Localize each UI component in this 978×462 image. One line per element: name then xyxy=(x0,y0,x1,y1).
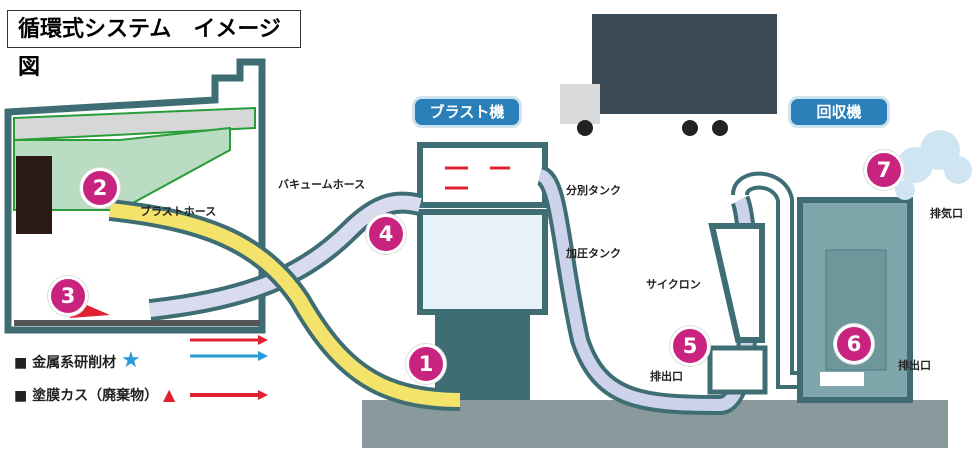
label-outlet-2: 排出口 xyxy=(898,359,931,372)
label-cyclone: サイクロン xyxy=(646,278,701,291)
pressure-tank-shape xyxy=(417,209,548,315)
legend-item-abrasive: ■ 金属系研削材 ★ xyxy=(14,348,141,373)
exhaust-smoke xyxy=(895,130,972,200)
marker-3: 3 xyxy=(48,276,88,316)
legend-label: 塗膜カス（廃棄物） xyxy=(32,388,159,404)
legend-item-paint-debris: ■ 塗膜カス（廃棄物） ▲ xyxy=(14,385,176,404)
truck xyxy=(592,14,777,114)
label-pressure-tank: 加圧タンク xyxy=(566,247,621,260)
marker-2: 2 xyxy=(80,168,120,208)
marker-5: 5 xyxy=(670,326,710,366)
label-separation-tank: 分別タンク xyxy=(566,184,621,197)
triangle-icon: ▲ xyxy=(162,385,176,404)
window xyxy=(16,156,52,234)
marker-6: 6 xyxy=(834,324,874,364)
label-vacuum-hose: バキュームホース xyxy=(278,178,366,191)
star-icon: ★ xyxy=(120,348,141,373)
legend-label: 金属系研削材 xyxy=(32,355,117,371)
label-blast-hose: ブラストホース xyxy=(140,205,217,218)
marker-1: 1 xyxy=(406,344,446,384)
separation-tank-shape xyxy=(417,142,548,208)
cyclone-shape xyxy=(708,223,765,343)
recovery-machine-badge: 回収機 xyxy=(788,96,890,128)
label-exhaust: 排気口 xyxy=(930,207,963,220)
label-outlet-1: 排出口 xyxy=(650,370,683,383)
page-title: 循環式システム イメージ図 xyxy=(7,10,301,80)
blast-machine-badge: ブラスト機 xyxy=(412,96,522,128)
vacuum-hose xyxy=(149,195,422,317)
marker-7: 7 xyxy=(864,150,904,190)
marker-4: 4 xyxy=(366,214,406,254)
blast-hose xyxy=(109,203,461,407)
